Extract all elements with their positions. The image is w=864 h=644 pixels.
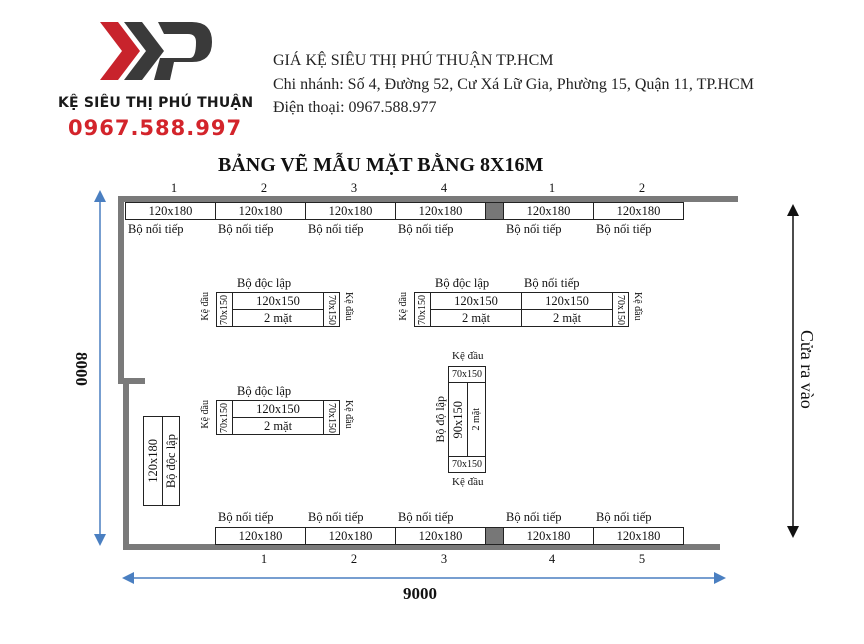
vertical-unit-top-label: Kệ đầu [452, 350, 484, 362]
bottom-shelf-label: Bộ nối tiếp [218, 510, 274, 524]
island-b-right-end: 70x150 [612, 292, 629, 327]
top-shelf-label: Bộ nối tiếp [398, 222, 454, 236]
island-b-main-top-1: 120x150 [430, 292, 522, 310]
left-unit-label: Bộ độc lập [162, 416, 180, 506]
bottom-shelf: 120x180 [593, 527, 684, 545]
bottom-number: 4 [548, 552, 556, 566]
bottom-shelf: 120x180 [395, 527, 486, 545]
island-b-label-left: Bộ độc lập [435, 276, 490, 290]
bottom-shelf-label: Bộ nối tiếp [506, 510, 562, 524]
island-c-main-bottom: 2 mặt [232, 417, 324, 435]
bottom-number: 1 [260, 552, 268, 566]
island-b-main-top-2: 120x150 [521, 292, 613, 310]
island-c-right-end-label: Kệ đầu [343, 400, 354, 429]
top-shelf: 120x180 [125, 202, 216, 220]
island-b-right-end-label: Kệ đầu [632, 292, 643, 321]
width-dimension-label: 9000 [403, 584, 437, 603]
top-number: 2 [638, 181, 646, 195]
header-line-1: GIÁ KỆ SIÊU THỊ PHÚ THUẬN TP.HCM [273, 52, 554, 69]
top-shelf: 120x180 [215, 202, 306, 220]
diagram-title: BẢNG VẼ MẪU MẶT BẰNG 8X16M [218, 154, 544, 176]
island-a-right-end-label: Kệ đầu [343, 292, 354, 321]
top-number: 2 [260, 181, 268, 195]
vertical-unit-top-end: 70x150 [448, 366, 486, 383]
top-number: 1 [548, 181, 556, 195]
island-c-right-end: 70x150 [323, 400, 340, 435]
bottom-shelf-label: Bộ nối tiếp [398, 510, 454, 524]
island-c-main-top: 120x150 [232, 400, 324, 418]
left-unit-size: 120x180 [143, 416, 163, 506]
top-shelf-label: Bộ nối tiếp [128, 222, 184, 236]
island-b-label-right: Bộ nối tiếp [524, 276, 580, 290]
top-shelf: 120x180 [305, 202, 396, 220]
top-shelf: 120x180 [395, 202, 486, 220]
island-c-left-end-label: Kệ đầu [200, 400, 211, 429]
top-shelf-label: Bộ nối tiếp [308, 222, 364, 236]
header-line-3: Điện thoại: 0967.588.977 [273, 99, 437, 116]
bottom-shelf: 120x180 [305, 527, 396, 545]
top-number: 4 [440, 181, 448, 195]
island-b-left-end-label: Kệ đầu [398, 292, 409, 321]
height-dimension-label: 8000 [72, 352, 91, 386]
brand-logo [100, 18, 220, 88]
wall-top [118, 196, 738, 202]
wall-left-lower [123, 378, 129, 550]
bottom-shelf: 120x180 [215, 527, 306, 545]
island-a-label: Bộ độc lập [237, 276, 292, 290]
island-b-main-bottom-2: 2 mặt [521, 309, 613, 327]
top-pillar [485, 202, 504, 220]
wall-bottom [123, 544, 720, 550]
bottom-shelf-label: Bộ nối tiếp [596, 510, 652, 524]
top-number: 3 [350, 181, 358, 195]
top-shelf: 120x180 [593, 202, 684, 220]
top-shelf-label: Bộ nối tiếp [218, 222, 274, 236]
island-c-left-end: 70x150 [216, 400, 233, 435]
brand-name: KỆ SIÊU THỊ PHÚ THUẬN [58, 95, 254, 111]
bottom-pillar [485, 527, 504, 545]
island-a-main-top: 120x150 [232, 292, 324, 310]
vertical-unit-bottom-end: 70x150 [448, 456, 486, 473]
door-label: Cửa ra vào [797, 330, 817, 409]
wall-notch [118, 378, 145, 384]
bottom-shelf: 120x180 [503, 527, 594, 545]
vertical-unit-bottom-label: Kệ đầu [452, 476, 484, 488]
bottom-shelf-label: Bộ nối tiếp [308, 510, 364, 524]
island-b-main-bottom-1: 2 mặt [430, 309, 522, 327]
island-a-main-bottom: 2 mặt [232, 309, 324, 327]
island-a-left-end: 70x150 [216, 292, 233, 327]
top-number: 1 [170, 181, 178, 195]
bottom-number: 2 [350, 552, 358, 566]
vertical-unit-main-right: 2 mặt [467, 382, 486, 457]
bottom-number: 5 [638, 552, 646, 566]
vertical-unit-side-label: Bộ độ lập [433, 396, 447, 443]
island-a-right-end: 70x150 [323, 292, 340, 327]
header-line-2: Chi nhánh: Số 4, Đường 52, Cư Xá Lữ Gia,… [273, 76, 754, 93]
top-shelf: 120x180 [503, 202, 594, 220]
brand-phone: 0967.588.997 [68, 116, 243, 140]
island-c-label: Bộ độc lập [237, 384, 292, 398]
island-b-left-end: 70x150 [414, 292, 431, 327]
top-shelf-label: Bộ nối tiếp [596, 222, 652, 236]
island-a-left-end-label: Kệ đầu [200, 292, 211, 321]
wall-left-upper [118, 196, 124, 384]
top-shelf-label: Bộ nối tiếp [506, 222, 562, 236]
bottom-number: 3 [440, 552, 448, 566]
vertical-unit-main-left: 90x150 [448, 382, 468, 457]
